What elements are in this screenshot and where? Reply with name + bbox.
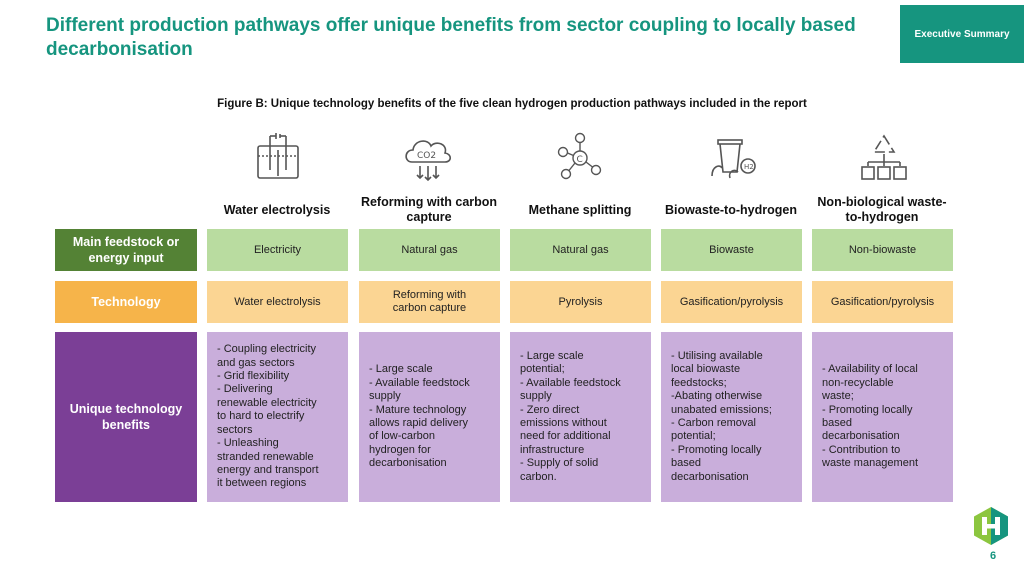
technology-cell: Pyrolysis bbox=[510, 281, 651, 323]
technology-cell: Gasification/pyrolysis bbox=[661, 281, 802, 323]
feedstock-cell: Natural gas bbox=[510, 229, 651, 271]
feedstock-cell: Non-biowaste bbox=[812, 229, 953, 271]
benefit-line: - Coupling electricity bbox=[217, 343, 317, 356]
benefit-line: supply bbox=[520, 390, 552, 403]
benefit-line: feedstocks; bbox=[671, 376, 727, 389]
column-header-reforming-carbon-capture: Reforming with carbon capture bbox=[360, 195, 498, 224]
benefit-line: non-recyclable bbox=[822, 376, 894, 389]
benefit-line: - Utilising available bbox=[671, 349, 763, 362]
feedstock-cell: Biowaste bbox=[661, 229, 802, 271]
benefit-line: sectors bbox=[217, 423, 253, 436]
benefit-line: supply bbox=[369, 390, 401, 403]
benefit-line: - Available feedstock bbox=[369, 376, 470, 389]
benefit-line: - Available feedstock bbox=[520, 376, 621, 389]
feedstock-cell: Natural gas bbox=[359, 229, 500, 271]
technology-cell: Gasification/pyrolysis bbox=[812, 281, 953, 323]
co2-cloud-icon: CO2 bbox=[398, 130, 458, 186]
benefit-line: - Contribution to bbox=[822, 443, 901, 456]
benefit-line: waste management bbox=[822, 457, 918, 470]
benefit-line: -Abating otherwise bbox=[671, 390, 763, 403]
feedstock-cell: Electricity bbox=[207, 229, 348, 271]
benefit-line: energy and transport bbox=[217, 463, 319, 476]
benefit-line: unabated emissions; bbox=[671, 403, 772, 416]
row-label-feedstock: Main feedstock or energy input bbox=[55, 229, 197, 271]
methane-molecule-icon: C bbox=[550, 130, 610, 186]
benefit-line: based bbox=[822, 417, 852, 429]
benefit-line: hydrogen for bbox=[369, 443, 431, 456]
benefit-line: - Grid flexibility bbox=[217, 370, 290, 383]
benefit-line: of low-carbon bbox=[369, 430, 436, 443]
technology-cell: Water electrolysis bbox=[207, 281, 348, 323]
benefit-line: - Large scale bbox=[520, 349, 584, 362]
svg-text:C: C bbox=[577, 155, 583, 165]
benefit-line: - Carbon removal bbox=[671, 417, 756, 429]
row-label-technology: Technology bbox=[55, 281, 197, 323]
benefit-line: - Promoting locally bbox=[822, 403, 913, 416]
benefit-line: - Unleashing bbox=[217, 437, 279, 450]
benefit-line: - Supply of solid bbox=[520, 457, 599, 470]
column-header-biowaste-to-hydrogen: Biowaste-to-hydrogen bbox=[665, 202, 797, 217]
benefit-line: carbon. bbox=[520, 470, 557, 483]
benefit-line: and gas sectors bbox=[217, 356, 295, 369]
benefit-line: renewable electricity bbox=[217, 396, 317, 409]
section-tab-executive-summary[interactable]: Executive Summary bbox=[900, 5, 1024, 63]
benefit-line: based bbox=[671, 457, 701, 470]
technology-cell: Reforming with carbon capture bbox=[359, 281, 500, 323]
benefit-line: - Mature technology bbox=[369, 403, 467, 416]
benefit-line: - Promoting locally bbox=[671, 443, 762, 456]
svg-text:CO2: CO2 bbox=[417, 151, 436, 161]
page-number: 6 bbox=[989, 550, 997, 562]
benefit-line: decarbonisation bbox=[671, 470, 749, 483]
benefit-line: emissions without bbox=[520, 417, 607, 429]
benefit-line: potential; bbox=[671, 430, 716, 443]
benefit-line: to hard to electrify bbox=[217, 410, 305, 423]
page-title: Different production pathways offer uniq… bbox=[46, 15, 856, 60]
benefit-line: potential; bbox=[520, 363, 565, 376]
benefit-line: - Availability of local bbox=[822, 363, 918, 376]
benefit-line: it between regions bbox=[217, 477, 307, 490]
column-header-non-biological-waste: Non-biological waste-to-hydrogen bbox=[817, 195, 947, 224]
benefit-line: need for additional bbox=[520, 430, 611, 443]
electrolysis-cell-icon bbox=[248, 130, 308, 186]
benefit-line: decarbonisation bbox=[822, 430, 900, 443]
benefit-line: - Zero direct bbox=[520, 403, 580, 416]
figure-caption: Figure B: Unique technology benefits of … bbox=[217, 98, 807, 110]
biowaste-bin-icon: H2 bbox=[702, 130, 762, 186]
benefit-line: - Large scale bbox=[369, 363, 433, 376]
column-header-water-electrolysis: Water electrolysis bbox=[223, 202, 331, 217]
recycling-icon bbox=[854, 130, 914, 186]
benefit-line: stranded renewable bbox=[217, 450, 314, 463]
benefit-line: - Delivering bbox=[217, 383, 273, 396]
row-label-benefits: Unique technology benefits bbox=[55, 332, 197, 502]
column-header-methane-splitting: Methane splitting bbox=[528, 202, 632, 217]
benefit-line: waste; bbox=[822, 390, 854, 403]
benefit-line: allows rapid delivery bbox=[369, 417, 469, 429]
benefit-line: local biowaste bbox=[671, 363, 741, 376]
benefit-line: decarbonisation bbox=[369, 457, 447, 470]
benefit-line: infrastructure bbox=[520, 443, 585, 456]
hydrogen-h-logo-icon bbox=[972, 506, 1010, 546]
svg-text:H2: H2 bbox=[744, 163, 754, 171]
